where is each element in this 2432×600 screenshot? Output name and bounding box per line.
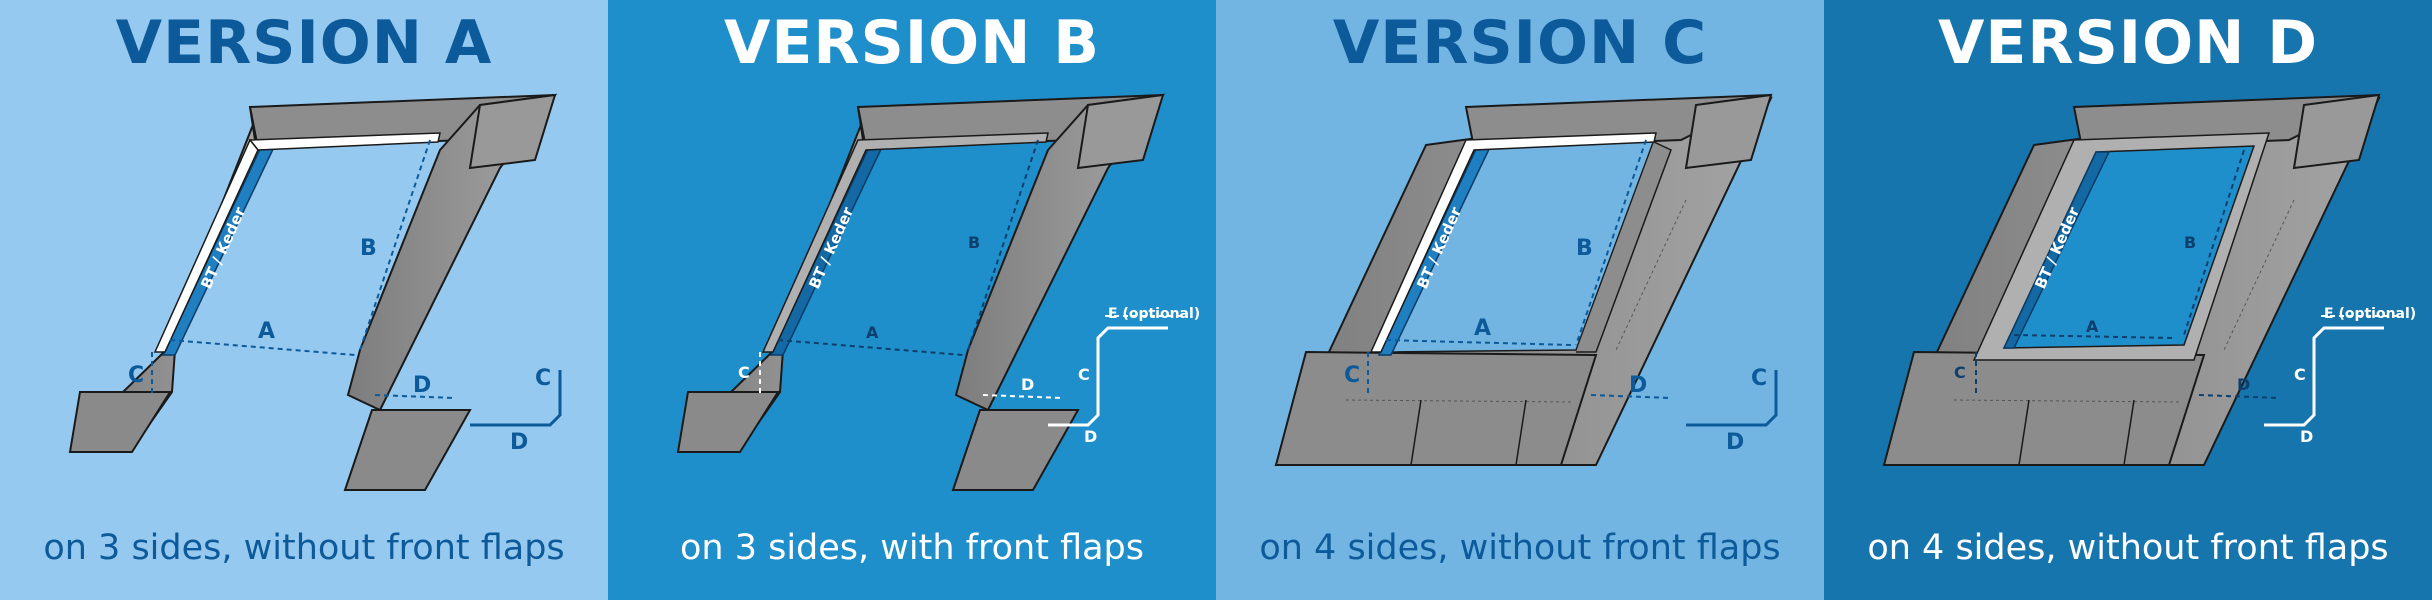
dimension-c-label: C [1954,363,1966,382]
right-lower-tile [951,409,1080,491]
front-flap-frame [761,132,1049,353]
dimension-c-label: C [738,363,750,382]
profile-e-label: E (optional) [1108,306,1200,322]
dimension-b-label: B [360,236,377,261]
profile-d-label: D [510,430,528,455]
left-lower-tile [68,391,172,453]
dimension-c-label: C [1344,363,1360,388]
dimension-a-label: A [866,323,879,342]
panel-title: VERSION A [115,8,493,78]
dimension-b-label: B [968,233,980,252]
profile-c-label: C [2294,365,2306,384]
dimension-d-label: D [1021,375,1034,394]
panel-version-b: VERSION B BT / Keder A B [608,0,1216,600]
dimension-d-label: D [413,373,431,398]
profile-c-label: C [1078,365,1090,384]
profile-c-label: C [535,366,551,391]
profile-c-label: C [1751,366,1767,391]
profile-d-label: D [1726,430,1744,455]
dimension-c-label: C [128,363,144,388]
profile-e-label: E (optional) [2324,306,2416,322]
dimension-d-label: D [2237,375,2250,394]
panel-caption: on 4 sides, without front flaps [1867,528,2389,568]
left-lower-tile [676,391,780,453]
right-top-tile [468,93,557,170]
profile-outline [2264,326,2384,427]
keder-strip-left [153,138,259,353]
dimension-a-label: A [258,319,275,344]
right-top-tile [1684,93,1773,170]
panel-title: VERSION C [1332,8,1708,78]
panel-caption: on 3 sides, without front flaps [43,528,565,568]
profile-outline [1686,370,1778,427]
dimension-a-label: A [2086,317,2099,336]
front-apron [1882,350,2206,466]
profile-outline [470,370,562,427]
front-apron [1274,350,1598,466]
dimension-b-label: B [2184,233,2196,252]
profile-d-label: D [2300,427,2313,446]
dimension-a-label: A [1474,316,1491,341]
panel-title: VERSION D [1937,8,2319,78]
profile-outline [1048,326,1168,427]
profile-d-label: D [1084,427,1097,446]
right-top-tile [1076,93,1165,170]
panel-caption: on 4 sides, without front flaps [1259,528,1781,568]
panel-caption: on 3 sides, with front flaps [679,528,1145,568]
flashing-diagram: BT / Keder A B C D C D [68,93,562,491]
panel-version-c: VERSION C BT [1216,0,1824,600]
flashing-diagram: BT / Keder A B C D C D [1274,93,1778,466]
panel-version-a: VERSION A [0,0,608,600]
dimension-d-label: D [1629,373,1647,398]
right-lower-tile [343,409,472,491]
flashing-diagram: BT / Keder A B C D E (optional) C D [676,93,1200,491]
keder-strip [1369,132,1657,353]
panel-title: VERSION B [723,8,1100,78]
inner-wall [2002,151,2111,349]
panel-version-d: VERSION D BT / Keder [1824,0,2432,600]
flashing-diagram: BT / Keder A B C D E (optional) C D [1882,93,2416,466]
dimension-b-label: B [1576,236,1593,261]
right-top-tile [2292,93,2381,170]
